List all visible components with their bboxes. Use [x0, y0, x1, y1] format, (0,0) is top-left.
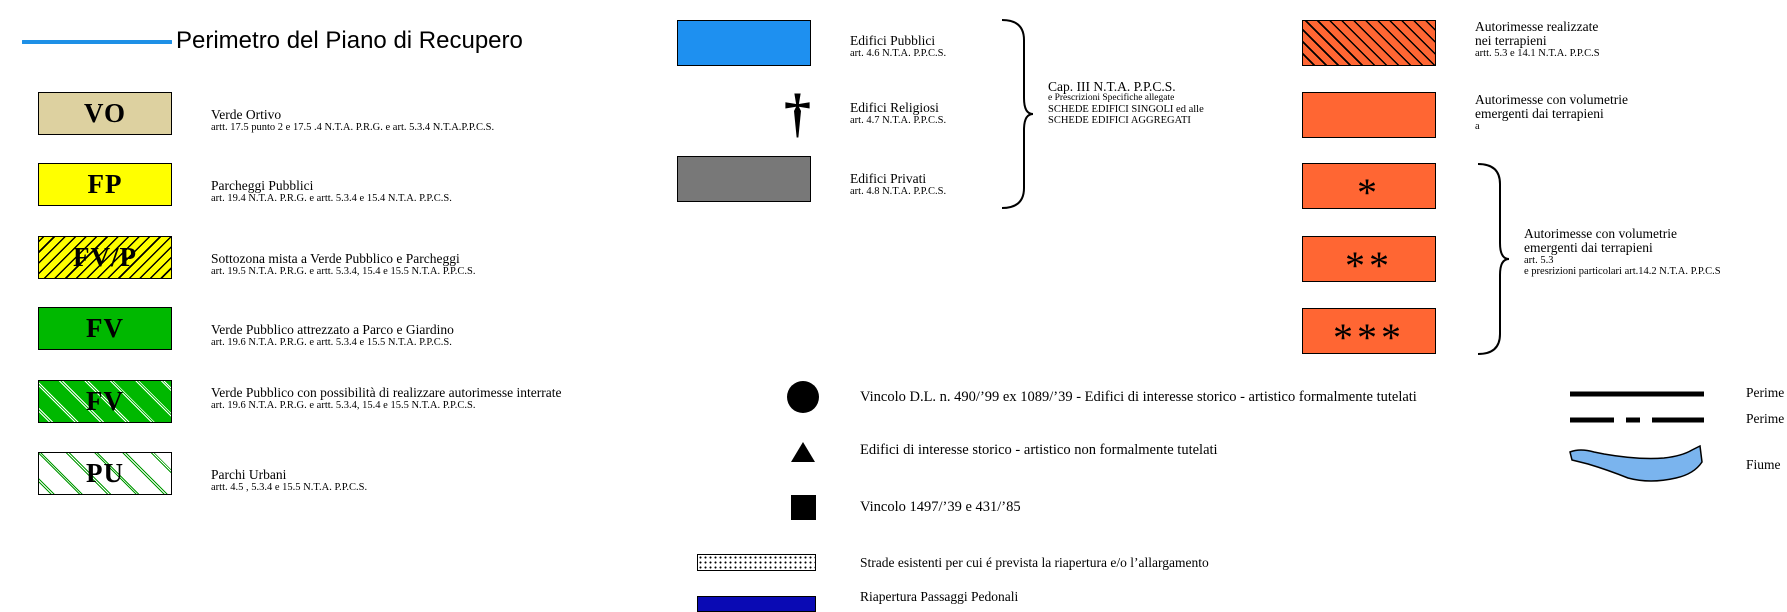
curly-brace-icon	[1001, 19, 1034, 209]
legend-entry-fvp: Sottozona mista a Verde Pubblico e Parch…	[211, 251, 476, 278]
swatch-garages-emerging	[1302, 92, 1436, 138]
perimeter-line-icon	[22, 40, 172, 44]
swatch-fp: FP	[38, 163, 172, 206]
swatch-code: FP	[87, 169, 123, 199]
circle-icon	[787, 381, 819, 413]
blue-bar-icon	[697, 596, 816, 612]
swatch-garages-embankment	[1302, 20, 1436, 66]
entry-title: Sottozona mista a Verde Pubblico e Parch…	[211, 251, 460, 266]
swatch-star-3: ***	[1302, 308, 1436, 360]
constraint-label: Strade esistenti per cui é prevista la r…	[860, 555, 1209, 570]
swatch-code: PU	[86, 458, 124, 488]
entry-ref: artt. 4.5 , 5.3.4 e 15.5 N.T.A. P.P.C.S.	[211, 482, 368, 493]
star-label: *	[1357, 169, 1381, 215]
right-line-label: Perime	[1746, 385, 1785, 400]
dotted-road-icon	[697, 554, 816, 571]
entry-title: Parcheggi Pubblici	[211, 178, 314, 193]
constraint-label: Riapertura Passaggi Pedonali	[860, 589, 1019, 604]
legend-entry-vo: Verde Ortivo artt. 17.5 punto 2 e 17.5 .…	[211, 107, 495, 134]
entry-ref: artt. 5.3 e 14.1 N.T.A. P.P.C.S	[1475, 48, 1600, 59]
right-line-label: Perime	[1746, 411, 1785, 426]
entry-title: Verde Pubblico attrezzato a Parco e Giar…	[211, 322, 454, 337]
legend-entry-religious-buildings: Edifici Religiosi art. 4.7 N.T.A. P.P.C.…	[850, 100, 947, 127]
legend-entry-fv: Verde Pubblico attrezzato a Parco e Giar…	[211, 322, 454, 349]
legend-entry-public-buildings: Edifici Pubblici art. 4.6 N.T.A. P.P.C.S…	[850, 33, 947, 60]
legend-entry-fp: Parcheggi Pubblici art. 19.4 N.T.A. P.R.…	[211, 178, 452, 205]
legend-entry-garages-emerging: Autorimesse con volumetrie emergenti dai…	[1475, 92, 1628, 133]
swatch-star-1: *	[1302, 163, 1436, 215]
swatch-fv-hatched: FV	[38, 380, 172, 423]
swatch-fv: FV	[38, 307, 172, 350]
legend-entry-private-buildings: Edifici Privati art. 4.8 N.T.A. P.P.C.S.	[850, 171, 947, 198]
entry-title: Edifici Privati	[850, 171, 927, 186]
entry-title: Verde Ortivo	[211, 107, 282, 122]
star-label: **	[1345, 242, 1393, 288]
swatch-code: VO	[84, 98, 126, 128]
legend-entry-garages-embankment: Autorimesse realizzate nei terrapieni ar…	[1475, 19, 1600, 60]
entry-line2: emergenti dai terrapieni	[1475, 106, 1604, 121]
entry-ref: art. 19.5 N.T.A. P.R.G. e artt. 5.3.4, 1…	[211, 266, 476, 277]
entry-ref: artt. 17.5 punto 2 e 17.5 .4 N.T.A. P.R.…	[211, 122, 495, 133]
cross-icon: †	[784, 83, 811, 143]
swatch-fvp: FV/P	[38, 236, 172, 279]
entry-title: Edifici Pubblici	[850, 33, 936, 48]
entry-line2: nei terrapieni	[1475, 33, 1547, 48]
swatch-vo: VO	[38, 92, 172, 135]
entry-ref: art. 4.8 N.T.A. P.P.C.S.	[850, 186, 947, 197]
entry-ref: art. 19.4 N.T.A. P.R.G. e artt. 5.3.4 e …	[211, 193, 452, 204]
star-label: ***	[1333, 314, 1405, 360]
legend-entry-fv-hatched: Verde Pubblico con possibilità di realiz…	[211, 385, 562, 412]
swatch-code: FV	[86, 386, 124, 416]
entry-ref: art. 4.6 N.T.A. P.P.C.S.	[850, 48, 947, 59]
star-note-line1: Autorimesse con volumetrie	[1524, 226, 1677, 241]
entry-ref: a	[1475, 121, 1480, 132]
entry-line1: Autorimesse realizzate	[1475, 19, 1599, 34]
star-note: Autorimesse con volumetrie emergenti dai…	[1524, 226, 1721, 278]
river-icon	[1569, 444, 1703, 482]
entry-ref: art. 19.6 N.T.A. P.R.G. e artt. 5.3.4 e …	[211, 337, 452, 348]
entry-title: Edifici Religiosi	[850, 100, 939, 115]
swatch-star-2: **	[1302, 236, 1436, 288]
legend-entry-pu: Parchi Urbani artt. 4.5 , 5.3.4 e 15.5 N…	[211, 467, 368, 494]
constraint-label: Vincolo 1497/’39 e 431/’85	[860, 499, 1021, 515]
constraint-label: Vincolo D.L. n. 490/’99 ex 1089/’39 - Ed…	[860, 389, 1417, 405]
triangle-icon	[791, 442, 815, 462]
brace-note: Cap. III N.T.A. P.P.C.S. e Prescrizioni …	[1048, 80, 1204, 126]
curly-brace-icon	[1477, 163, 1510, 355]
star-note-line4: e presrizioni particolari art.14.2 N.T.A…	[1524, 266, 1721, 277]
star-note-line2: emergenti dai terrapieni	[1524, 240, 1653, 255]
brace-note-line2: e Prescrizioni Specifiche allegate	[1048, 93, 1175, 103]
constraint-label: Edifici di interesse storico - artistico…	[860, 442, 1218, 458]
solid-perimeter-line-icon	[1570, 391, 1704, 397]
entry-line1: Autorimesse con volumetrie	[1475, 92, 1628, 107]
brace-note-line1: Cap. III N.T.A. P.P.C.S.	[1048, 79, 1176, 94]
swatch-code: FV	[86, 313, 124, 343]
right-line-label: Fiume	[1746, 457, 1781, 472]
brace-note-line4: SCHEDE EDIFICI AGGREGATI	[1048, 114, 1191, 126]
swatch-private-buildings	[677, 156, 811, 202]
square-icon	[791, 495, 816, 520]
swatch-pu: PU	[38, 452, 172, 495]
entry-ref: art. 4.7 N.T.A. P.P.C.S.	[850, 115, 947, 126]
swatch-public-buildings	[677, 20, 811, 66]
dashed-perimeter-line-icon	[1570, 417, 1704, 423]
entry-title: Verde Pubblico con possibilità di realiz…	[211, 385, 562, 400]
swatch-code: FV/P	[73, 242, 137, 272]
star-note-line3: art. 5.3	[1524, 255, 1554, 266]
perimeter-label: Perimetro del Piano di Recupero	[176, 27, 523, 54]
entry-ref: art. 19.6 N.T.A. P.R.G. e artt. 5.3.4, 1…	[211, 400, 476, 411]
brace-note-line3: SCHEDE EDIFICI SINGOLI ed alle	[1048, 103, 1204, 115]
entry-title: Parchi Urbani	[211, 467, 287, 482]
